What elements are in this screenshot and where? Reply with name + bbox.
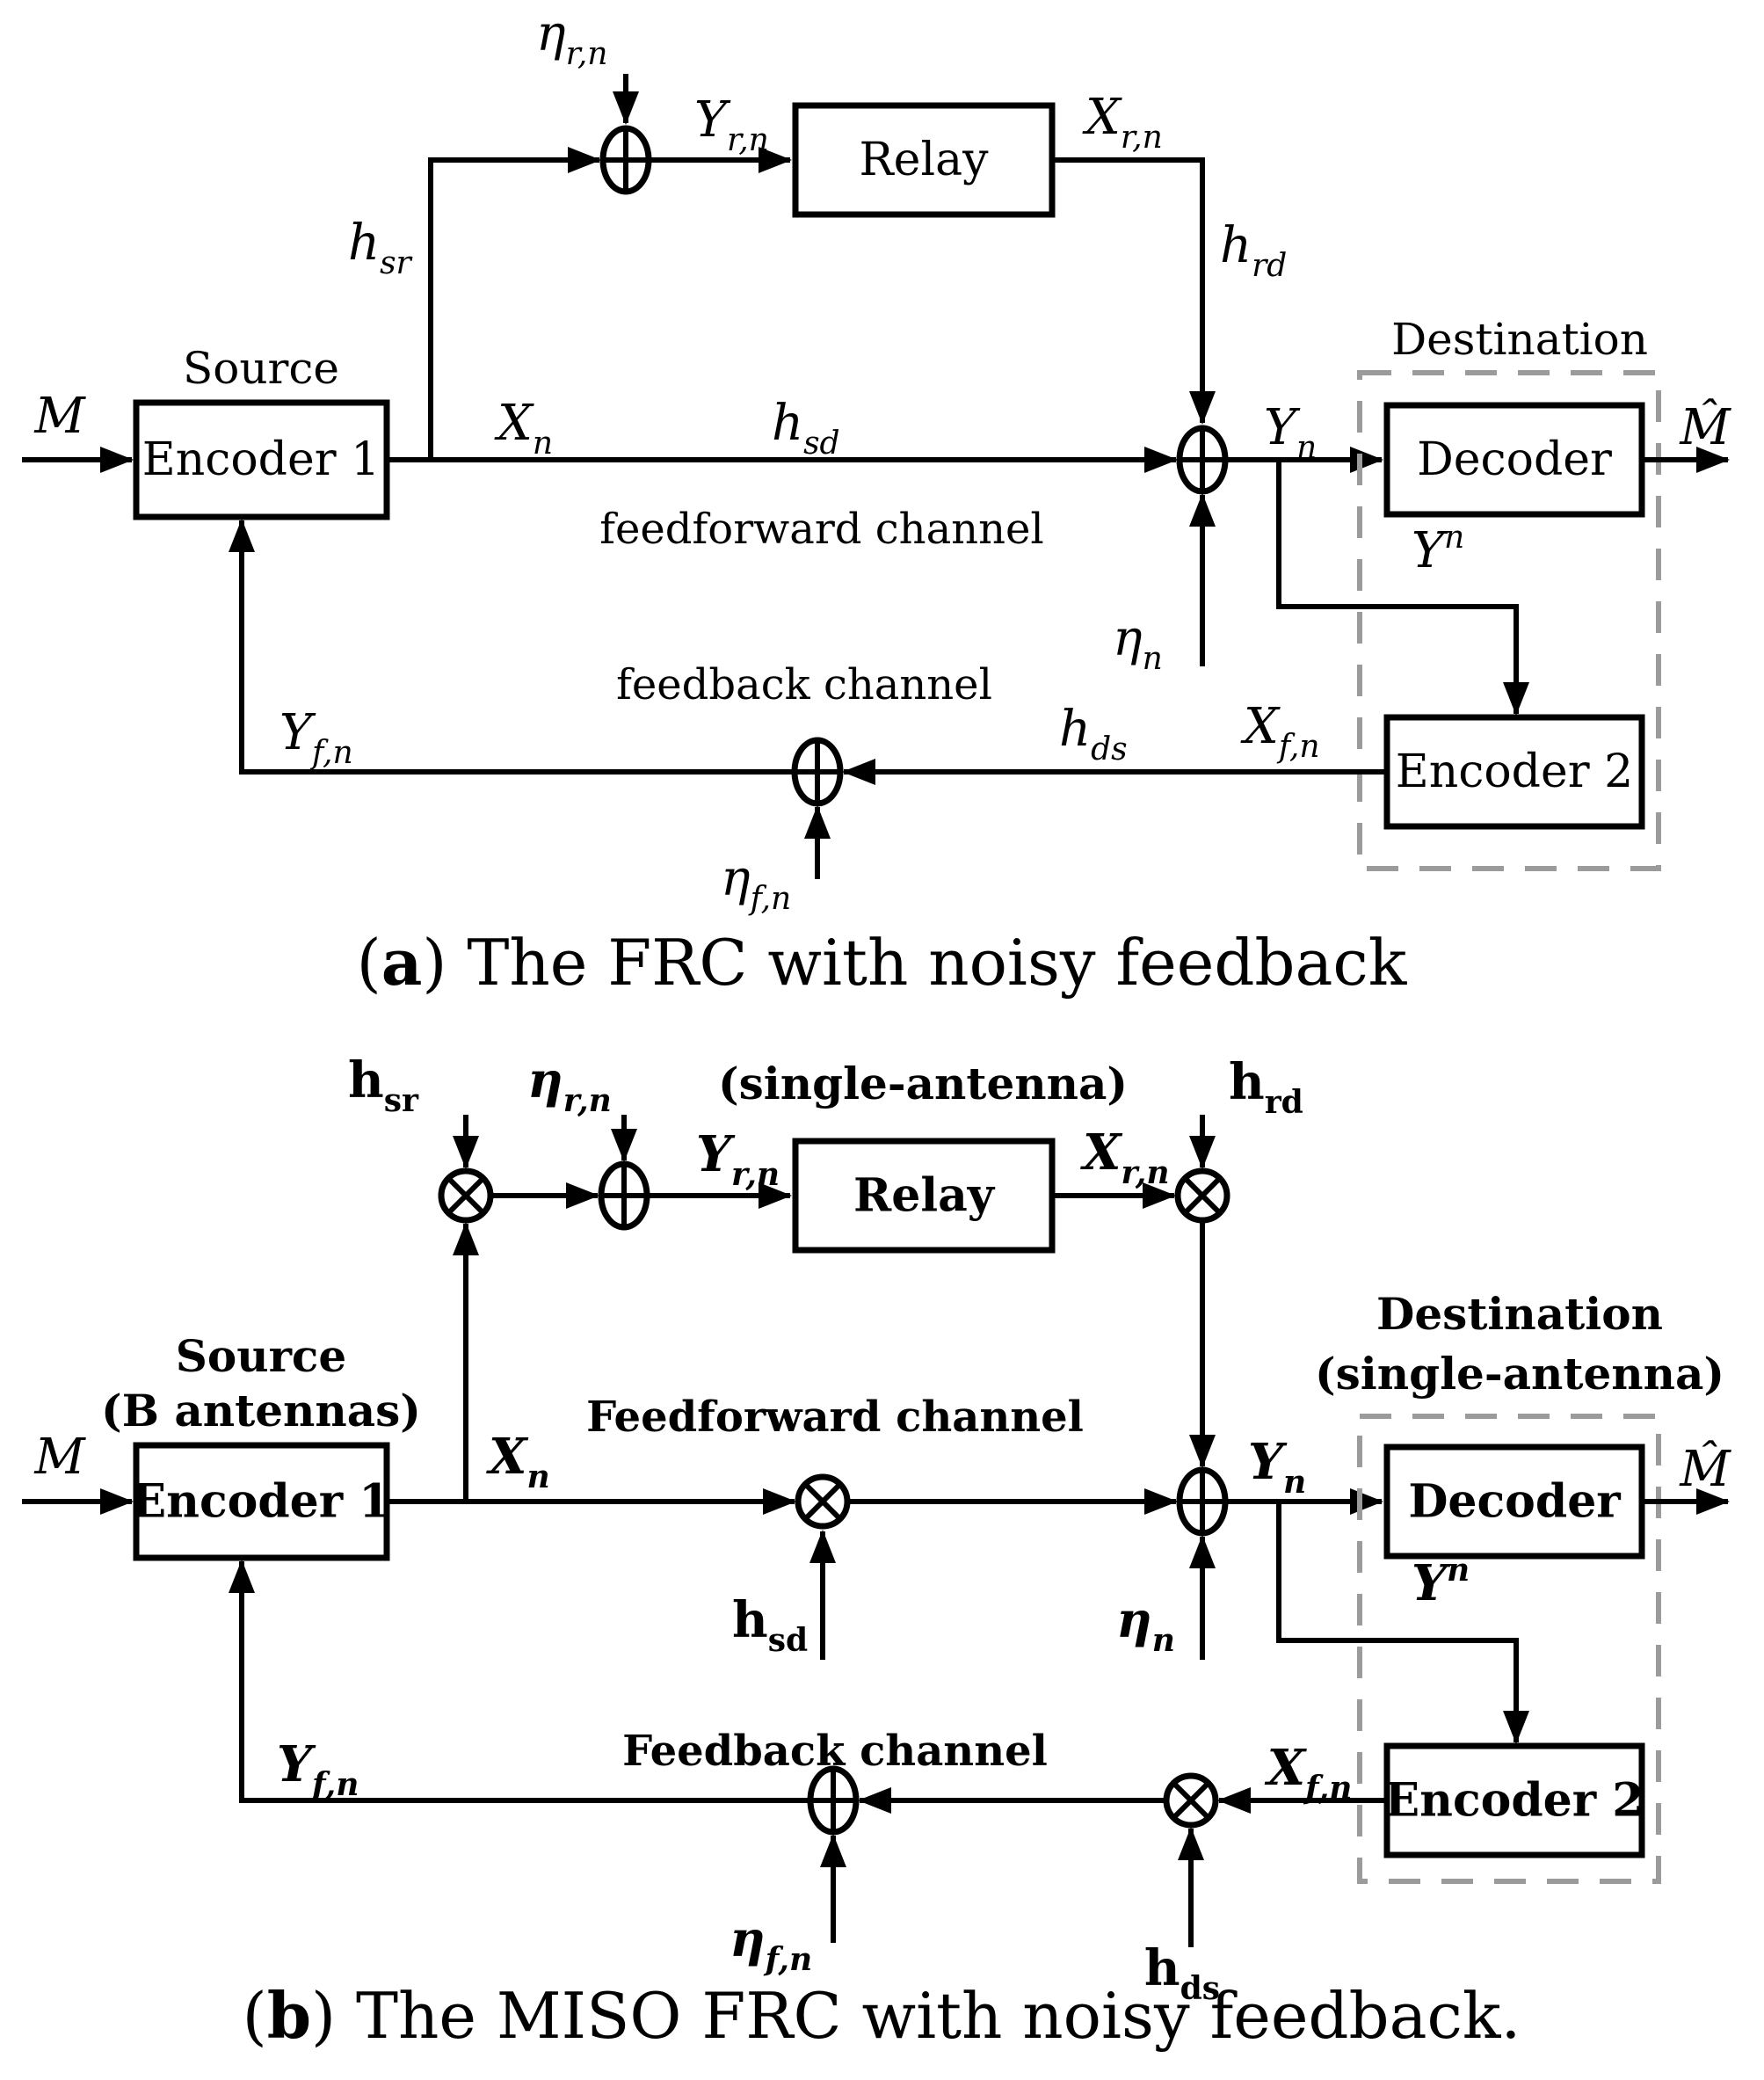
label-x-rn-a: Xr,n [1082, 89, 1163, 156]
label-y-fn-a: Yf,n [279, 704, 353, 771]
label-y-seq-b: Yn [1412, 1552, 1470, 1612]
label-h-ds-b: hds [1144, 1939, 1220, 2007]
destination-dashed-box-b [1357, 1414, 1661, 1884]
source-label-b: Source [176, 1330, 346, 1382]
encoder1-label-a: Encoder 1 [142, 433, 380, 486]
label-y-rn-b: Yr,n [696, 1125, 780, 1193]
multiplier-icon [795, 1473, 851, 1530]
destination-label-b: Destination [1376, 1288, 1663, 1340]
label-x-rn-b: Xr,n [1080, 1124, 1170, 1191]
multiplier-icon [1174, 1167, 1230, 1224]
label-m-b: M [33, 1429, 86, 1486]
label-h-ds-a: hds [1059, 701, 1128, 767]
connector-feedback-encoder1-b [229, 1560, 810, 1803]
label-h-sr-b: hsr [348, 1051, 419, 1119]
label-h-rd-b: hrd [1229, 1053, 1303, 1121]
feedforward-channel-label-a: feedforward channel [599, 505, 1044, 554]
adder-icon [1176, 425, 1229, 495]
destination-label-a: Destination [1391, 314, 1648, 365]
relay-label-b: Relay [853, 1169, 996, 1223]
relay-box-a [792, 102, 1056, 218]
label-x-fn-b: Xf,n [1265, 1739, 1353, 1807]
source-label2-b: (B antennas) [101, 1385, 421, 1436]
label-x-fn-a: Xf,n [1240, 698, 1320, 765]
destination-label2-b: (single-antenna) [1315, 1348, 1724, 1400]
adder-icon [791, 737, 844, 807]
label-eta-fn-a: ηf,n [721, 850, 791, 917]
feedback-channel-label-a: feedback channel [616, 660, 992, 709]
encoder2-label-b: Encoder 2 [1385, 1774, 1644, 1828]
connector-feedback-encoder1-a [229, 519, 795, 775]
encoder2-label-a: Encoder 2 [1396, 745, 1633, 798]
encoder1-label-b: Encoder 1 [132, 1475, 391, 1529]
relay-note-b: (single-antenna) [718, 1058, 1128, 1109]
decoder-label-a: Decoder [1417, 433, 1612, 486]
label-h-sr-a: hsr [348, 215, 413, 281]
connector-branch-b [1276, 1502, 1529, 1744]
adder-icon [598, 1160, 650, 1231]
multiplier-icon [438, 1167, 494, 1224]
label-h-sd-a: hsd [772, 395, 840, 462]
connector-branch-a [1276, 460, 1529, 716]
label-h-rd-a: hrd [1220, 217, 1287, 284]
adder-icon [807, 1765, 860, 1836]
caption-a: (a) The FRC with noisy feedback [357, 925, 1408, 1000]
label-m-hat-a: M̂ [1679, 397, 1731, 456]
diagram-a: ηr,n hsr Yr,n Relay Xr,n hrd Source M En… [22, 5, 1731, 1000]
connector-relay-adder-a [1052, 157, 1216, 425]
decoder-box-a [1383, 402, 1645, 518]
label-m-a: M [33, 388, 86, 445]
connector-hsr-a [428, 147, 601, 460]
relay-box-b [792, 1138, 1056, 1254]
label-y-n-a: Yn [1264, 399, 1317, 466]
label-x-n-b: Xn [486, 1428, 550, 1495]
label-y-n-b: Yn [1248, 1433, 1306, 1501]
destination-dashed-box-a [1357, 370, 1661, 871]
source-label-a: Source [183, 343, 339, 394]
adder-icon [1176, 1466, 1229, 1537]
encoder2-box-a [1383, 714, 1645, 830]
label-eta-rn-b: ηr,n [527, 1051, 612, 1119]
relay-label-a: Relay [860, 134, 990, 186]
multiplier-icon [1163, 1772, 1219, 1829]
label-eta-rn-a: ηr,n [536, 5, 607, 72]
encoder1-box-a [133, 399, 390, 520]
encoder1-box-b [133, 1442, 390, 1561]
adder-icon [599, 125, 652, 195]
label-eta-n-a: ηn [1113, 610, 1163, 677]
label-eta-fn-b: ηf,n [730, 1910, 812, 1978]
decoder-label-b: Decoder [1408, 1475, 1621, 1529]
label-eta-n-b: ηn [1116, 1591, 1175, 1659]
feedforward-channel-label-b: Feedforward channel [586, 1393, 1084, 1442]
diagram-b: hsr ηr,n Yr,n (single-antenna) Relay Xr,… [22, 1051, 1731, 2053]
label-y-fn-b: Yf,n [277, 1735, 359, 1803]
caption-b: (b) The MISO FRC with noisy feedback. [243, 1978, 1521, 2053]
label-x-n-a: Xn [494, 395, 553, 462]
label-y-seq-a: Yn [1412, 520, 1464, 579]
label-y-rn-a: Yr,n [694, 91, 769, 158]
decoder-box-b [1383, 1444, 1645, 1560]
label-h-sd-b: hsd [732, 1591, 808, 1659]
label-m-hat-b: M̂ [1679, 1439, 1731, 1498]
